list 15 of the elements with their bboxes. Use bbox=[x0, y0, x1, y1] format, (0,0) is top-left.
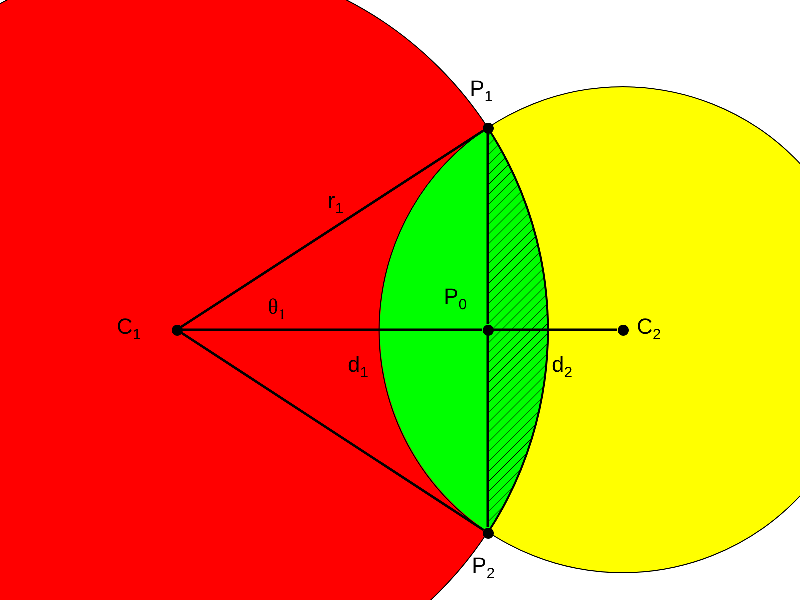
line-segment bbox=[182, 328, 482, 332]
point-label: P$_{1}$ bbox=[470, 78, 494, 104]
point-label: P$_{2}$ bbox=[472, 555, 496, 582]
point-label: P$_{0}$ bbox=[444, 286, 468, 312]
line-segment bbox=[494, 328, 618, 332]
point-label: C$_{1}$ bbox=[117, 316, 142, 342]
edge-label: r$_{1}$ bbox=[328, 190, 344, 216]
distance-label: d$_{1}$ bbox=[348, 354, 369, 380]
line-segment bbox=[486, 134, 490, 324]
distance-label: d$_{2}$ bbox=[552, 354, 573, 380]
point-label: C$_{2}$ bbox=[637, 316, 662, 342]
line-segment bbox=[486, 336, 490, 528]
line-segment bbox=[180, 130, 484, 328]
angle-label: θ$_{1}$ bbox=[268, 296, 286, 324]
line-segment bbox=[180, 332, 484, 532]
